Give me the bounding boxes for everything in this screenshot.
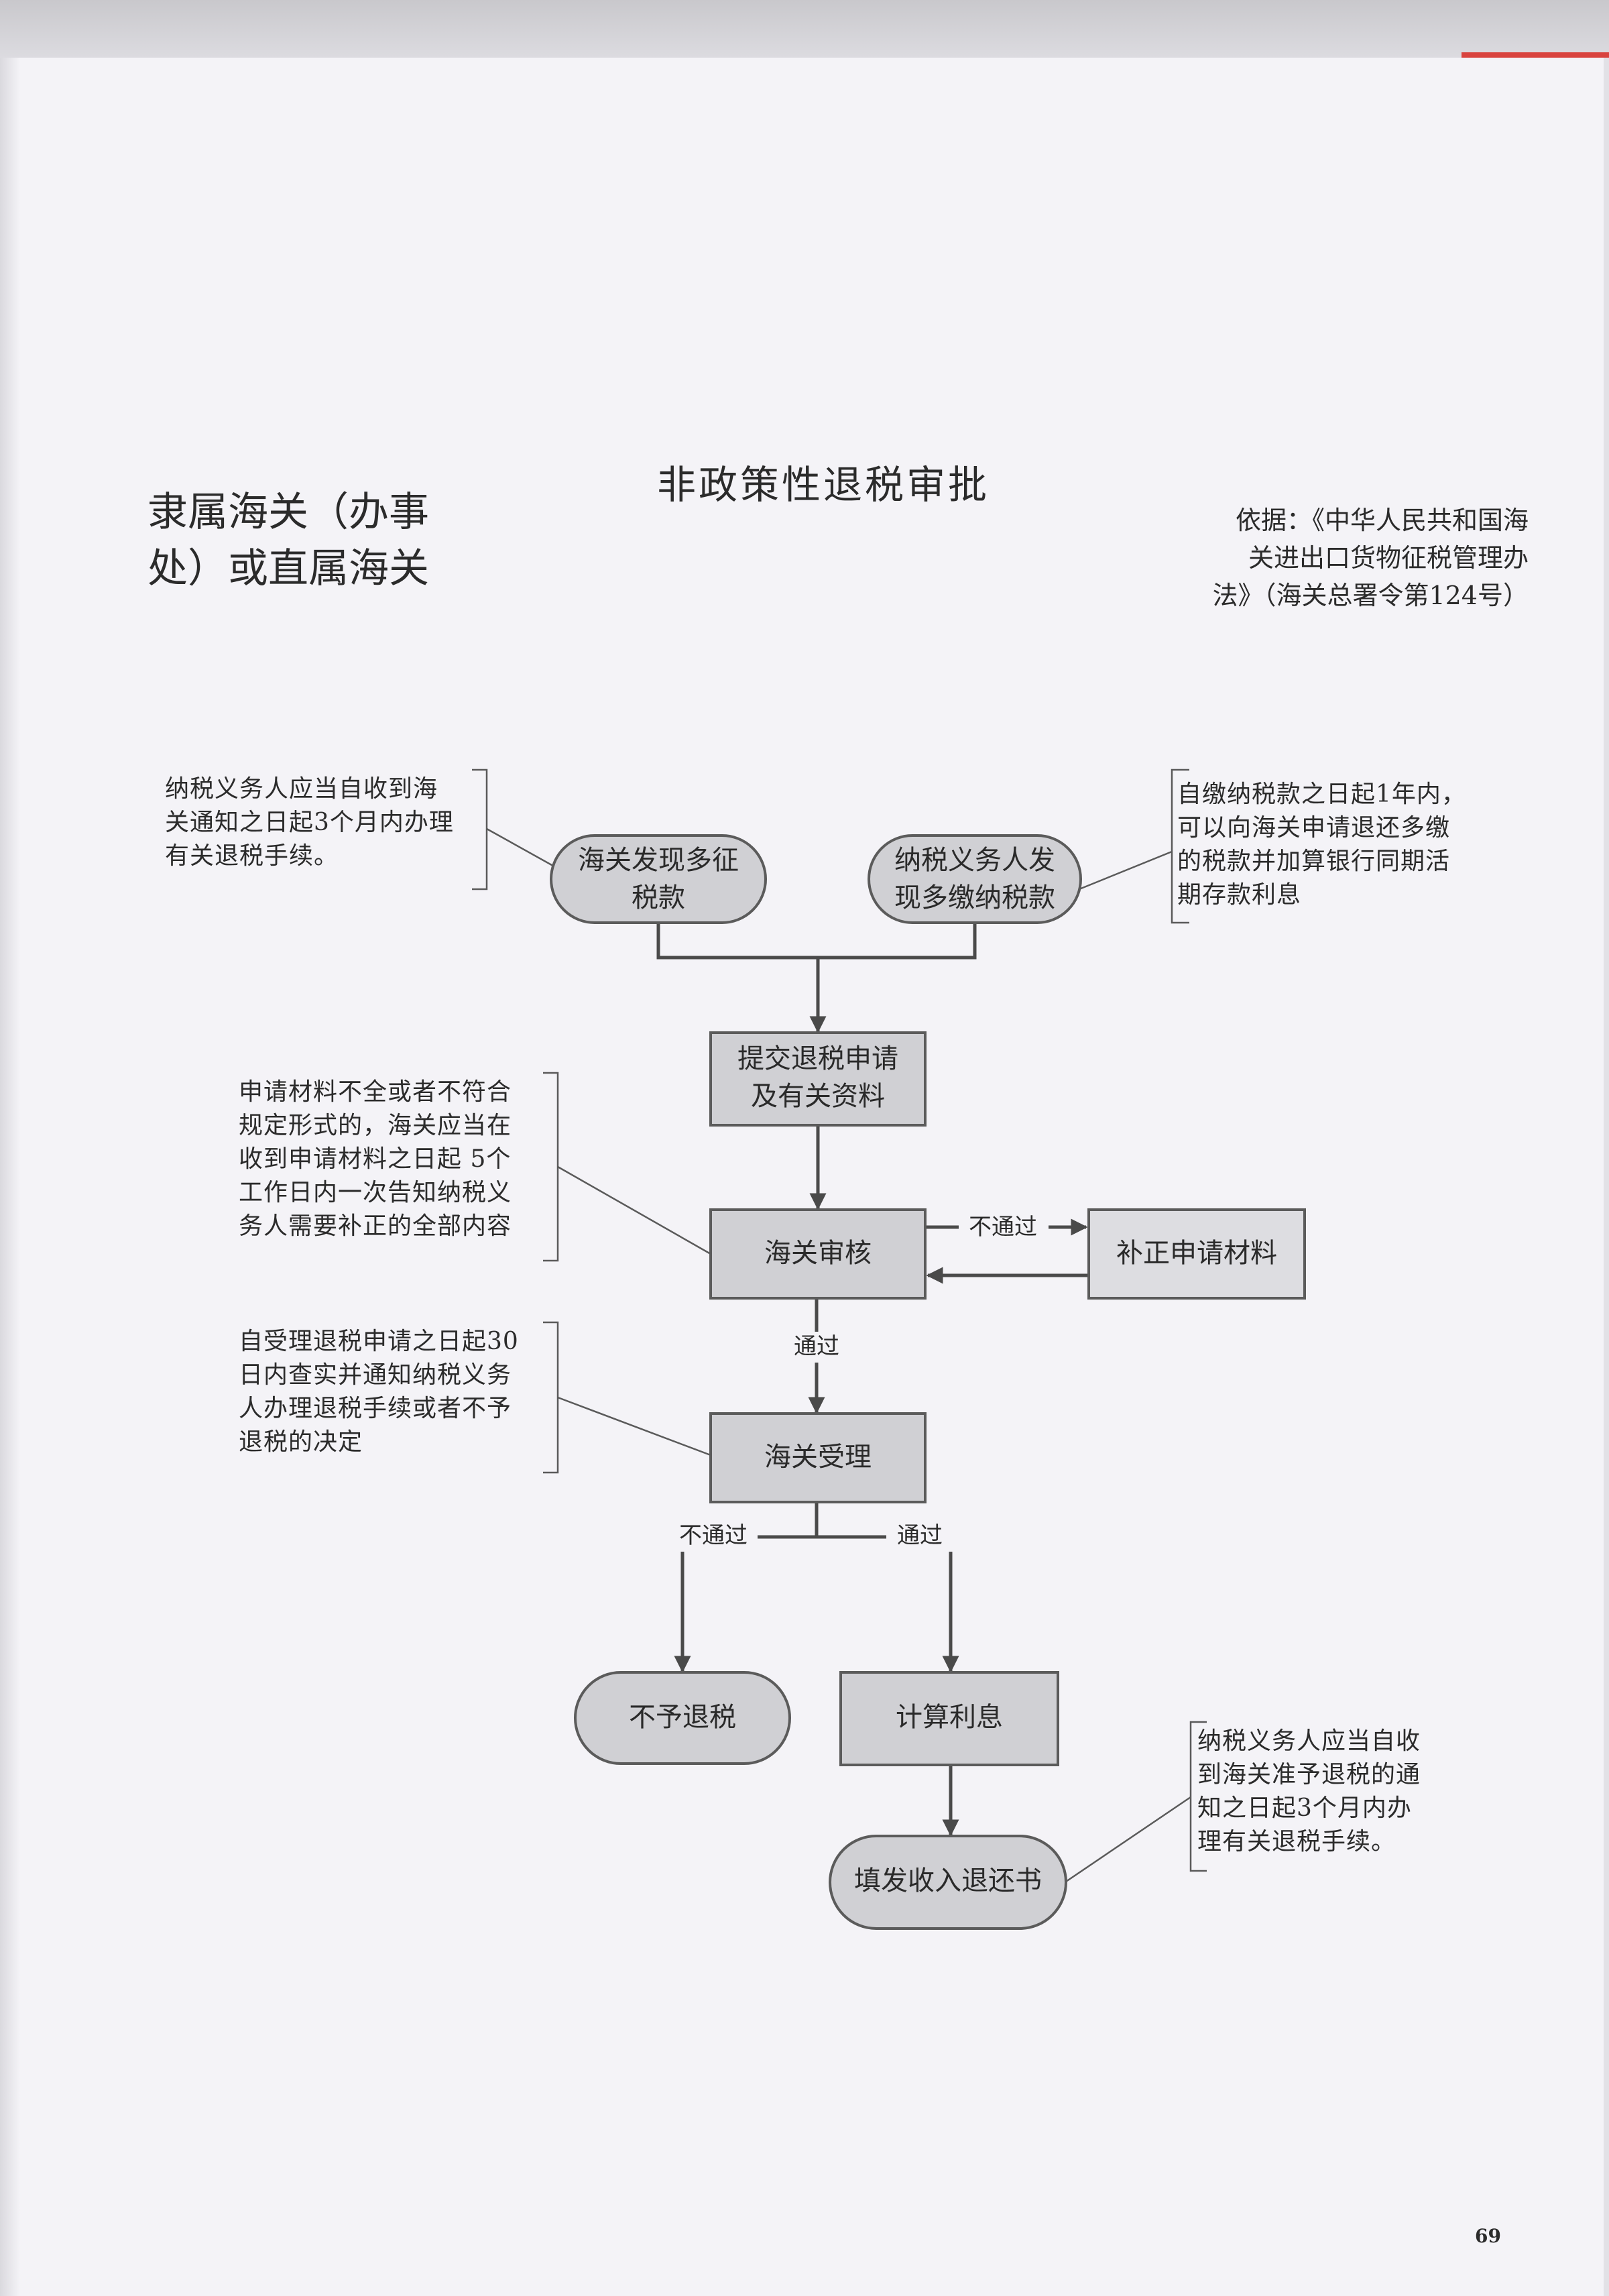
node-calculate-interest: 计算利息 — [839, 1671, 1059, 1766]
edge-accept-pass — [817, 1535, 959, 1673]
node-customs-accept: 海关受理 — [709, 1412, 927, 1503]
node-submit-line2: 及有关资料 — [751, 1081, 885, 1112]
bracket-right-top — [1171, 768, 1189, 924]
note-right-top: 自缴纳税款之日起1年内， 可以向海关申请退还多缴 的税款并加算银行同期活 期存款… — [1177, 781, 1466, 909]
page-gutter-shadow — [0, 58, 20, 2296]
node-submit-line1: 提交退税申请 — [737, 1043, 898, 1074]
label-review-pass: 通过 — [794, 1333, 839, 1360]
node-interest-label: 计算利息 — [896, 1702, 1003, 1733]
callout-left-accept — [557, 1396, 711, 1456]
callout-left-review — [557, 1165, 711, 1255]
node-taxpayer-found-line2: 现多缴纳税款 — [894, 882, 1055, 913]
note-right-bottom: 纳税义务人应当自收 到海关准予退税的通 知之日起3个月内办 理有关退税手续。 — [1197, 1727, 1421, 1855]
note-left-accept: 自受理退税申请之日起30 日内查实并通知纳税义务 人办理退税手续或者不予 退税的… — [239, 1328, 519, 1456]
node-submit-application: 提交退税申请 及有关资料 — [709, 1031, 927, 1127]
page-title: 非政策性退税审批 — [657, 462, 990, 508]
node-customs-found-line1: 海关发现多征 — [578, 845, 739, 876]
node-issue-refund-form: 填发收入退还书 — [829, 1835, 1067, 1930]
red-edge-strip — [1462, 52, 1609, 58]
edge-labels: 不通过 通过 不通过 通过 — [668, 1212, 1049, 1552]
page-right-edge — [1604, 58, 1609, 2296]
node-accept-label: 海关受理 — [764, 1442, 872, 1473]
callout-right-bottom — [1065, 1796, 1191, 1883]
bracket-left-top — [472, 768, 488, 891]
department-label: 隶属海关（办事 处）或直属海关 — [147, 489, 429, 592]
node-customs-found-line2: 税款 — [632, 882, 685, 913]
node-no-refund: 不予退税 — [574, 1671, 791, 1765]
node-taxpayer-found: 纳税义务人发 现多缴纳税款 — [868, 834, 1082, 924]
node-customs-review: 海关审核 — [709, 1208, 927, 1300]
bracket-right-bottom — [1189, 1721, 1207, 1872]
bracket-left-accept — [543, 1321, 559, 1474]
label-review-fail: 不通过 — [969, 1214, 1037, 1241]
merge-line — [656, 920, 977, 960]
label-accept-fail: 不通过 — [679, 1522, 748, 1549]
callout-right-top — [1072, 850, 1173, 893]
node-supplement-materials: 补正申请材料 — [1087, 1208, 1306, 1300]
scan-top-band — [0, 0, 1609, 58]
note-left-review: 申请材料不全或者不符合 规定形式的，海关应当在 收到申请材料之日起 5个 工作日… — [239, 1078, 512, 1240]
page-number: 69 — [1475, 2225, 1501, 2247]
bracket-left-review — [543, 1072, 559, 1262]
node-no-refund-label: 不予退税 — [629, 1702, 736, 1733]
label-accept-pass: 通过 — [897, 1522, 943, 1549]
note-left-top: 纳税义务人应当自收到海 关通知之日起3个月内办理 有关退税手续。 — [165, 775, 454, 870]
node-supplement-label: 补正申请材料 — [1116, 1238, 1277, 1269]
node-customs-found: 海关发现多征 税款 — [550, 834, 767, 924]
legal-basis: 依据：《中华人民共和国海 关进出口货物征税管理办 法》（海关总署令第124号） — [1212, 506, 1529, 610]
node-issue-label: 填发收入退还书 — [854, 1866, 1042, 1896]
node-taxpayer-found-line1: 纳税义务人发 — [894, 845, 1055, 876]
node-review-label: 海关审核 — [764, 1238, 872, 1269]
